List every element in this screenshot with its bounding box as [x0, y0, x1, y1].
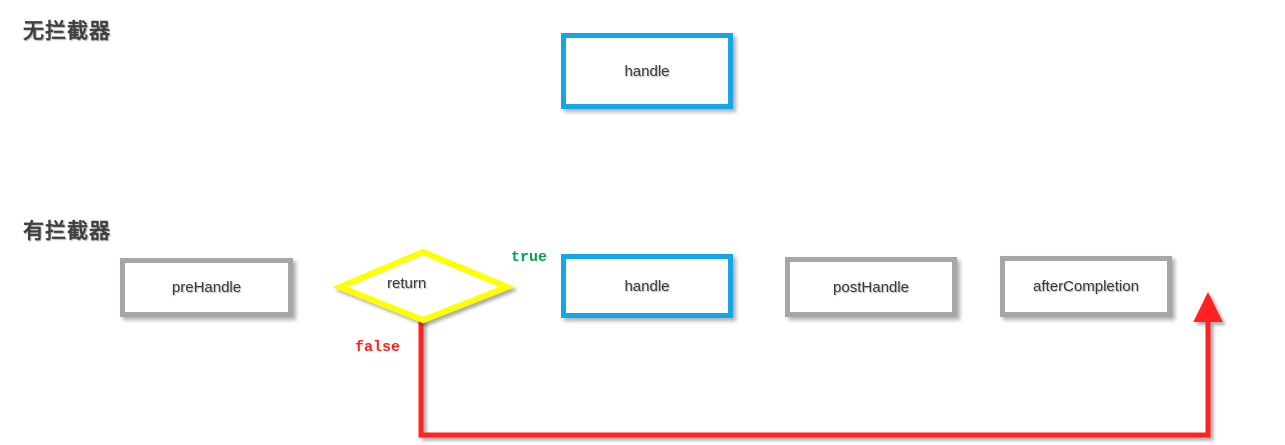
node-handle-top[interactable]: handle [561, 33, 733, 109]
node-handle[interactable]: handle [561, 254, 733, 318]
node-return-diamond [332, 248, 515, 324]
edge-return-false-bypass [418, 291, 1223, 438]
node-return-diamond-hit[interactable]: return [340, 252, 508, 320]
node-posthandle-label: postHandle [833, 278, 909, 296]
edge-label-false: false [355, 339, 401, 356]
node-aftercompletion-label: afterCompletion [1033, 278, 1139, 295]
node-return-label: return [387, 275, 427, 292]
node-posthandle[interactable]: postHandle [785, 257, 957, 317]
node-handle-top-label: handle [624, 62, 670, 80]
section-title-with-interceptor: 有拦截器 [23, 220, 111, 243]
node-aftercompletion[interactable]: afterCompletion [1000, 256, 1172, 317]
node-prehandle[interactable]: preHandle [120, 258, 293, 317]
node-handle-label: handle [624, 277, 670, 295]
edge-label-true: true [511, 249, 548, 266]
node-prehandle-label: preHandle [171, 279, 242, 296]
section-title-no-interceptor: 无拦截器 [23, 20, 111, 43]
